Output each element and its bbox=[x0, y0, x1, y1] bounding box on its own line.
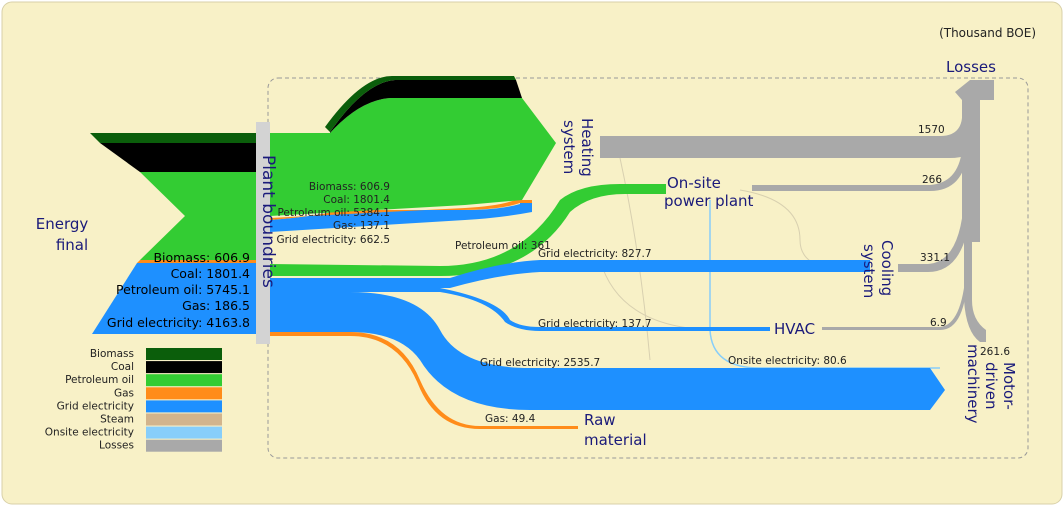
loss-flow-onsite bbox=[752, 150, 968, 191]
heating-label-gas: Gas: 137.1 bbox=[333, 220, 390, 232]
heating-flows bbox=[270, 76, 556, 232]
legend-label-1: Coal bbox=[111, 361, 134, 373]
steam-flow-1 bbox=[619, 157, 651, 361]
heating-system-label: Heating system bbox=[560, 118, 596, 177]
losses-label: Losses bbox=[946, 58, 996, 76]
input-label-gas: Gas: 186.5 bbox=[182, 298, 250, 313]
losses-flows bbox=[600, 80, 994, 342]
cooling-line-1: Cooling bbox=[878, 240, 896, 296]
legend-swatch-0 bbox=[146, 348, 222, 360]
legend-swatch-6 bbox=[146, 426, 222, 439]
losses-arrow-head bbox=[955, 80, 994, 100]
distribution-flows bbox=[270, 184, 945, 429]
heating-flow-coal bbox=[330, 80, 522, 133]
arrow-grid-band bbox=[92, 263, 258, 334]
flow-label-grid-motor: Grid electricity: 2535.7 bbox=[480, 357, 600, 369]
heating-flow-petroleum bbox=[270, 98, 556, 216]
flow-label-grid-cooling: Grid electricity: 827.7 bbox=[538, 248, 652, 260]
plant-boundaries-bar bbox=[256, 122, 270, 344]
input-label-biomass: Biomass: 606.9 bbox=[153, 250, 250, 265]
loss-trunk bbox=[962, 92, 980, 242]
heating-flow-grid bbox=[270, 203, 532, 232]
loss-label-cooling: 331.1 bbox=[920, 252, 950, 264]
arrow-petroleum-band bbox=[140, 172, 258, 260]
legend-swatch-1 bbox=[146, 361, 222, 374]
motor-driven-machinery-label: Motor- driven machinery bbox=[964, 344, 1018, 424]
loss-flow-cooling bbox=[898, 200, 971, 272]
heating-system-line-2: system bbox=[560, 120, 578, 174]
flow-value-labels: Petroleum oil: 361 Grid electricity: 827… bbox=[455, 240, 847, 425]
legend-swatch-7 bbox=[146, 439, 222, 452]
flow-label-gas-raw: Gas: 49.4 bbox=[485, 413, 536, 425]
heating-system-line-1: Heating bbox=[578, 118, 596, 177]
input-label-petroleum: Petroleum oil: 5745.1 bbox=[116, 282, 250, 297]
onsite-line-1: On-site bbox=[667, 174, 721, 192]
input-label-coal: Coal: 1801.4 bbox=[171, 266, 250, 281]
plant-boundaries-label: Plant boundries bbox=[258, 155, 278, 288]
heating-flow-gas bbox=[270, 200, 532, 220]
flow-grid-cooling bbox=[270, 260, 870, 288]
loss-label-heating: 1570 bbox=[918, 124, 945, 136]
hvac-label: HVAC bbox=[774, 320, 815, 338]
flow-petroleum-onsite bbox=[270, 184, 666, 276]
loss-label-onsite: 266 bbox=[922, 174, 942, 186]
legend-label-5: Steam bbox=[100, 414, 134, 426]
energy-final-line-1: Energy bbox=[36, 215, 89, 233]
energy-final-label: Energy final bbox=[36, 215, 89, 254]
loss-label-hvac: 6.9 bbox=[930, 317, 947, 329]
raw-line-2: material bbox=[584, 431, 647, 449]
onsite-electricity-flow bbox=[709, 200, 940, 369]
flow-grid-hvac bbox=[270, 286, 770, 331]
heating-label-grid: Grid electricity: 662.5 bbox=[276, 234, 390, 246]
legend-label-3: Gas bbox=[114, 387, 134, 399]
legend-label-4: Grid electricity bbox=[57, 400, 134, 412]
motor-line-1: Motor- bbox=[1000, 362, 1018, 410]
flow-grid-motor bbox=[270, 292, 945, 410]
raw-material-label: Raw material bbox=[584, 411, 647, 449]
onsite-line-2: power plant bbox=[664, 192, 754, 210]
arrow-gas-band bbox=[137, 260, 258, 263]
heating-label-biomass: Biomass: 606.9 bbox=[309, 181, 390, 193]
input-value-labels: Biomass: 606.9 Coal: 1801.4 Petroleum oi… bbox=[107, 250, 250, 330]
legend-label-6: Onsite electricity bbox=[45, 427, 134, 439]
loss-label-motor: 261.6 bbox=[980, 346, 1010, 358]
input-label-grid: Grid electricity: 4163.8 bbox=[107, 315, 250, 330]
legend-label-0: Biomass bbox=[90, 348, 134, 360]
legend-swatch-3 bbox=[146, 387, 222, 400]
legend-swatch-2 bbox=[146, 374, 222, 387]
flow-label-petroleum-onsite: Petroleum oil: 361 bbox=[455, 240, 551, 252]
onsite-power-plant-label: On-site power plant bbox=[664, 174, 754, 210]
heating-value-labels: Biomass: 606.9 Coal: 1801.4 Petroleum oi… bbox=[276, 181, 390, 246]
energy-final-arrow bbox=[90, 133, 258, 334]
legend-swatch-4 bbox=[146, 400, 222, 413]
arrow-coal-band bbox=[100, 143, 258, 172]
loss-flow-hvac bbox=[822, 270, 968, 330]
cooling-system-label: Cooling system bbox=[860, 240, 896, 298]
loss-value-labels: 1570 266 331.1 6.9 261.6 bbox=[918, 124, 1010, 358]
units-label: (Thousand BOE) bbox=[939, 26, 1036, 40]
loss-flow-heating bbox=[600, 100, 980, 158]
arrow-biomass-band bbox=[90, 133, 258, 143]
motor-line-2: driven bbox=[982, 362, 1000, 409]
energy-final-line-2: final bbox=[56, 236, 88, 254]
heating-label-coal: Coal: 1801.4 bbox=[323, 194, 390, 206]
cooling-line-2: system bbox=[860, 244, 878, 298]
heating-label-petroleum: Petroleum oil: 5384.1 bbox=[277, 207, 390, 219]
motor-line-3: machinery bbox=[964, 344, 982, 424]
flow-label-grid-hvac: Grid electricity: 137.7 bbox=[538, 318, 652, 330]
legend-swatch-5 bbox=[146, 413, 222, 426]
legend-label-2: Petroleum oil bbox=[65, 374, 134, 386]
raw-line-1: Raw bbox=[584, 411, 616, 429]
legend-label-7: Losses bbox=[99, 440, 134, 452]
flow-label-onsite-motor: Onsite electricity: 80.6 bbox=[728, 355, 847, 367]
